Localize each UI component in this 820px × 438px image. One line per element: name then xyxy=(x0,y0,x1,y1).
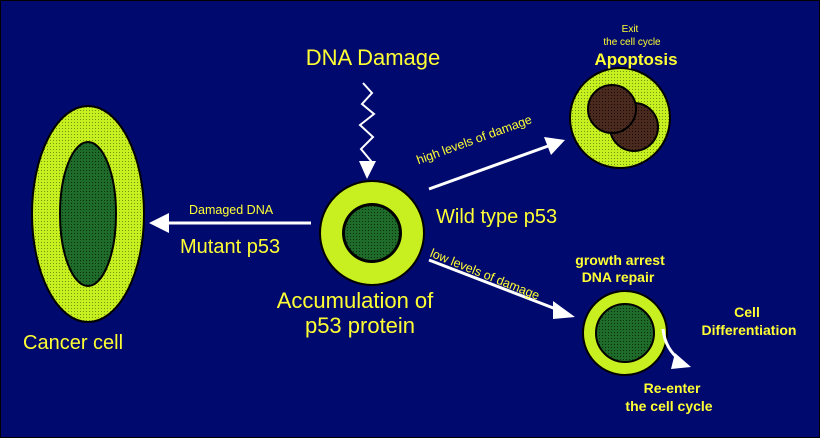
damaged-dna-label: Damaged DNA xyxy=(189,203,274,217)
cancer-cell-icon xyxy=(31,105,145,323)
growth-arrest-label: growth arrest xyxy=(575,252,665,268)
apoptosis-note-line2: the cell cycle xyxy=(603,37,661,48)
apoptosis-title: Apoptosis xyxy=(594,50,678,69)
reenter-line1: Re-enter xyxy=(643,380,701,396)
differentiation-line1: Cell xyxy=(734,304,760,320)
mutant-p53-label: Mutant p53 xyxy=(180,236,281,258)
accumulation-line1: Accumulation of xyxy=(276,288,434,313)
accumulation-line2: p53 protein xyxy=(304,313,416,338)
damage-arrow xyxy=(358,82,376,179)
cancer-cell-label: Cancer cell xyxy=(23,332,124,354)
dna-damage-title: DNA Damage xyxy=(305,45,441,70)
reenter-line2: the cell cycle xyxy=(625,398,713,414)
apoptosis-note-line1: Exit xyxy=(621,24,639,35)
low-damage-arrow xyxy=(428,258,575,319)
high-damage-arrow xyxy=(428,137,565,191)
arrest-cell-icon xyxy=(582,290,668,376)
mutant-arrow xyxy=(149,213,311,233)
curved-arrow xyxy=(661,328,691,369)
apoptosis-cell-icon xyxy=(569,67,671,169)
p53-cell-icon xyxy=(319,180,425,286)
differentiation-line2: Differentiation xyxy=(701,322,797,338)
dna-repair-label: DNA repair xyxy=(581,269,655,285)
wild-type-label: Wild type p53 xyxy=(436,206,558,228)
